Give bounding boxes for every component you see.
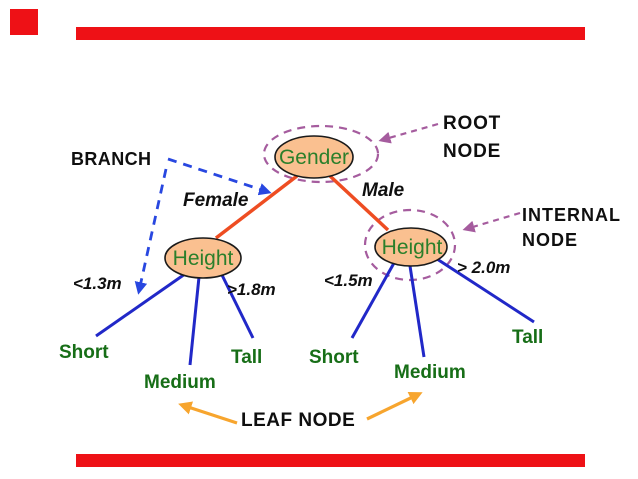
slide-accent-square [10, 9, 38, 35]
edge-left-tall [219, 272, 255, 339]
height-right-node-label: Height [381, 235, 443, 259]
branch-label: BRANCH [71, 149, 152, 169]
branch-arrow-to-left-edge [134, 168, 168, 295]
male-edge-label: Male [362, 180, 405, 201]
threshold-right-high-label: > 2.0m [457, 258, 511, 277]
slide-accent-bar-bottom [76, 454, 585, 467]
leaf-left-medium: Medium [144, 372, 216, 393]
threshold-right-low-label: <1.5m [324, 271, 373, 290]
edge-gender-male [328, 174, 390, 232]
leaf-left-short: Short [59, 342, 109, 363]
root-node-highlight-ellipse [262, 124, 380, 184]
edge-right-short [350, 262, 396, 339]
gender-node-label: Gender [278, 145, 350, 169]
root-node-arrow [378, 122, 439, 144]
leaf-right-medium: Medium [394, 362, 466, 383]
edge-right-tall [436, 257, 535, 324]
internal-node-arrow [462, 211, 521, 233]
threshold-left-high-label: >1.8m [227, 280, 276, 299]
edge-left-short [95, 272, 186, 338]
gender-node-ellipse [274, 135, 354, 179]
root-node-label-line2: NODE [443, 141, 502, 162]
root-node-label: ROOT NODE [443, 110, 501, 166]
height-left-node-ellipse [164, 237, 242, 279]
internal-node-label-line2: NODE [522, 230, 579, 250]
female-edge-label: Female [183, 190, 249, 211]
internal-node-highlight-ellipse [363, 208, 457, 282]
internal-node-label: INTERNAL NODE [522, 203, 621, 253]
leaf-left-tall: Tall [231, 347, 263, 368]
edge-right-medium [408, 265, 426, 358]
height-left-node-label: Height [172, 246, 234, 270]
leaf-right-tall: Tall [512, 327, 544, 348]
slide-accent-bar-top [76, 27, 585, 40]
leaf-node-arrow-left [178, 401, 238, 425]
internal-node-label-line1: INTERNAL [522, 205, 621, 225]
edge-left-medium [188, 276, 201, 366]
leaf-right-short: Short [309, 347, 359, 368]
height-right-node-ellipse [374, 227, 448, 267]
leaf-node-arrow-right [366, 392, 423, 421]
branch-arrow-to-female-edge [167, 157, 272, 196]
edge-gender-female [214, 174, 299, 240]
threshold-left-low-label: <1.3m [73, 274, 122, 293]
root-node-label-line1: ROOT [443, 113, 502, 134]
leaf-node-label: LEAF NODE [241, 410, 356, 431]
